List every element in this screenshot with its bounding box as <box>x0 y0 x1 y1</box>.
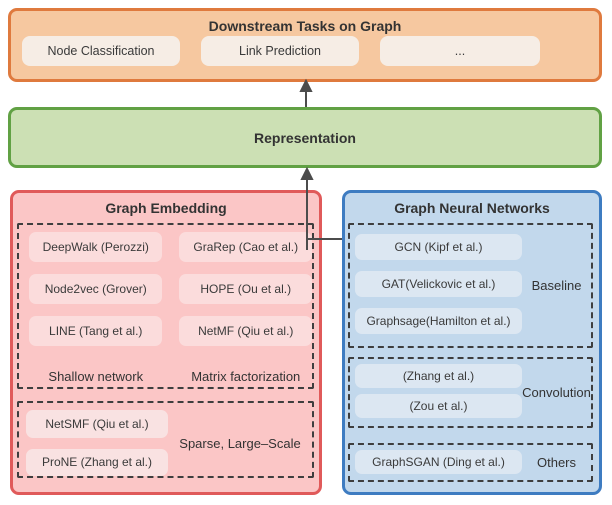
graph-embedding-panel: Graph Embedding DeepWalk (Perozzi) Node2… <box>10 190 322 495</box>
task-row: Node Classification Link Prediction ... <box>22 36 540 66</box>
shallow-network-column: DeepWalk (Perozzi) Node2vec (Grover) LIN… <box>29 232 163 387</box>
method-chip: GraphSGAN (Ding et al.) <box>355 450 522 474</box>
downstream-tasks-panel: Downstream Tasks on Graph Node Classific… <box>8 8 602 82</box>
method-chip: DeepWalk (Perozzi) <box>29 232 163 262</box>
graph-neural-networks-panel: Graph Neural Networks GCN (Kipf et al.) … <box>342 190 602 495</box>
representation-title: Representation <box>254 129 356 146</box>
method-chip: LINE (Tang et al.) <box>29 316 163 346</box>
method-chip: NetMF (Qiu et al.) <box>179 316 312 346</box>
method-chip: (Zhang et al.) <box>355 364 522 388</box>
sparse-large-scale-group: NetSMF (Qiu et al.) ProNE (Zhang et al.)… <box>17 401 314 478</box>
method-chip: NetSMF (Qiu et al.) <box>26 410 168 438</box>
downstream-tasks-title: Downstream Tasks on Graph <box>208 18 402 34</box>
method-chip: (Zou et al.) <box>355 394 522 418</box>
method-chip: ProNE (Zhang et al.) <box>26 448 168 476</box>
arrowhead-up-icon <box>299 78 313 92</box>
convolution-group: (Zhang et al.) (Zou et al.) Convolution <box>348 357 593 428</box>
baseline-group: GCN (Kipf et al.) GAT(Velickovic et al.)… <box>348 223 593 348</box>
task-node-classification: Node Classification <box>22 36 180 66</box>
arrowhead-up-icon <box>300 166 314 180</box>
task-ellipsis: ... <box>380 36 540 66</box>
graph-embedding-title: Graph Embedding <box>105 200 227 216</box>
group-label: Baseline <box>531 278 582 293</box>
representation-panel: Representation <box>8 107 602 168</box>
method-chip: GAT(Velickovic et al.) <box>355 271 522 297</box>
method-chip: GCN (Kipf et al.) <box>355 234 522 260</box>
gnn-title: Graph Neural Networks <box>394 200 550 216</box>
task-link-prediction: Link Prediction <box>201 36 359 66</box>
method-chip: GraRep (Cao et al.) <box>179 232 312 262</box>
sparse-methods-column: NetSMF (Qiu et al.) ProNE (Zhang et al.) <box>26 410 168 476</box>
others-methods-column: GraphSGAN (Ding et al.) <box>355 445 522 480</box>
method-chip: Graphsage(Hamilton et al.) <box>355 308 522 334</box>
matrix-factorization-column: GraRep (Cao et al.) HOPE (Ou et al.) Net… <box>179 232 312 387</box>
others-group: GraphSGAN (Ding et al.) Others <box>348 443 593 482</box>
graph-embedding-methods-group: DeepWalk (Perozzi) Node2vec (Grover) LIN… <box>17 223 314 389</box>
column-label: Shallow network <box>48 369 144 384</box>
method-chip: HOPE (Ou et al.) <box>179 274 312 304</box>
group-label: Sparse, Large–Scale <box>179 435 301 451</box>
baseline-methods-column: GCN (Kipf et al.) GAT(Velickovic et al.)… <box>355 225 522 346</box>
convolution-methods-column: (Zhang et al.) (Zou et al.) <box>355 359 522 426</box>
group-label: Convolution <box>522 385 591 400</box>
column-label: Matrix factorization <box>191 369 301 384</box>
method-chip: Node2vec (Grover) <box>29 274 163 304</box>
group-label: Others <box>536 455 576 470</box>
